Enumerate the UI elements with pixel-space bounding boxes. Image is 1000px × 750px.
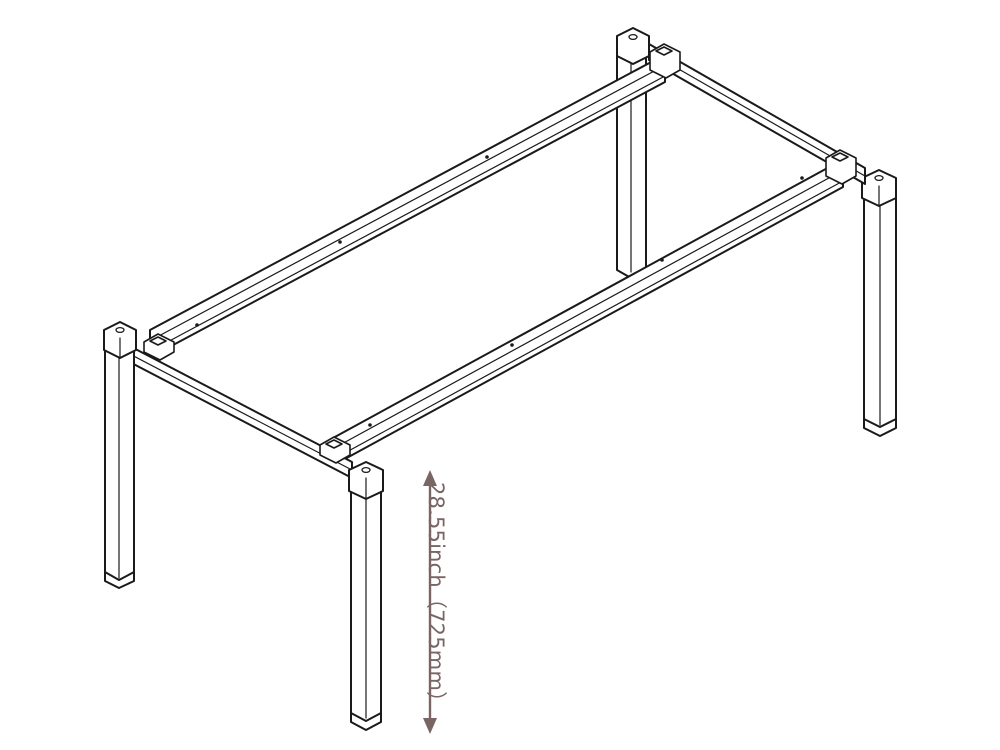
rail-right-end bbox=[648, 43, 866, 185]
bracket-front bbox=[319, 436, 351, 464]
height-dimension-label: 28.55inch（725mm） bbox=[424, 482, 448, 713]
bracket-right bbox=[825, 149, 857, 185]
bracket-left bbox=[143, 333, 175, 361]
height-dimension-arrow bbox=[423, 470, 437, 734]
rail-left-end bbox=[121, 341, 353, 479]
leg-front bbox=[348, 461, 384, 731]
leg-right bbox=[861, 169, 897, 437]
leg-left bbox=[103, 321, 137, 589]
bracket-back bbox=[649, 43, 681, 79]
